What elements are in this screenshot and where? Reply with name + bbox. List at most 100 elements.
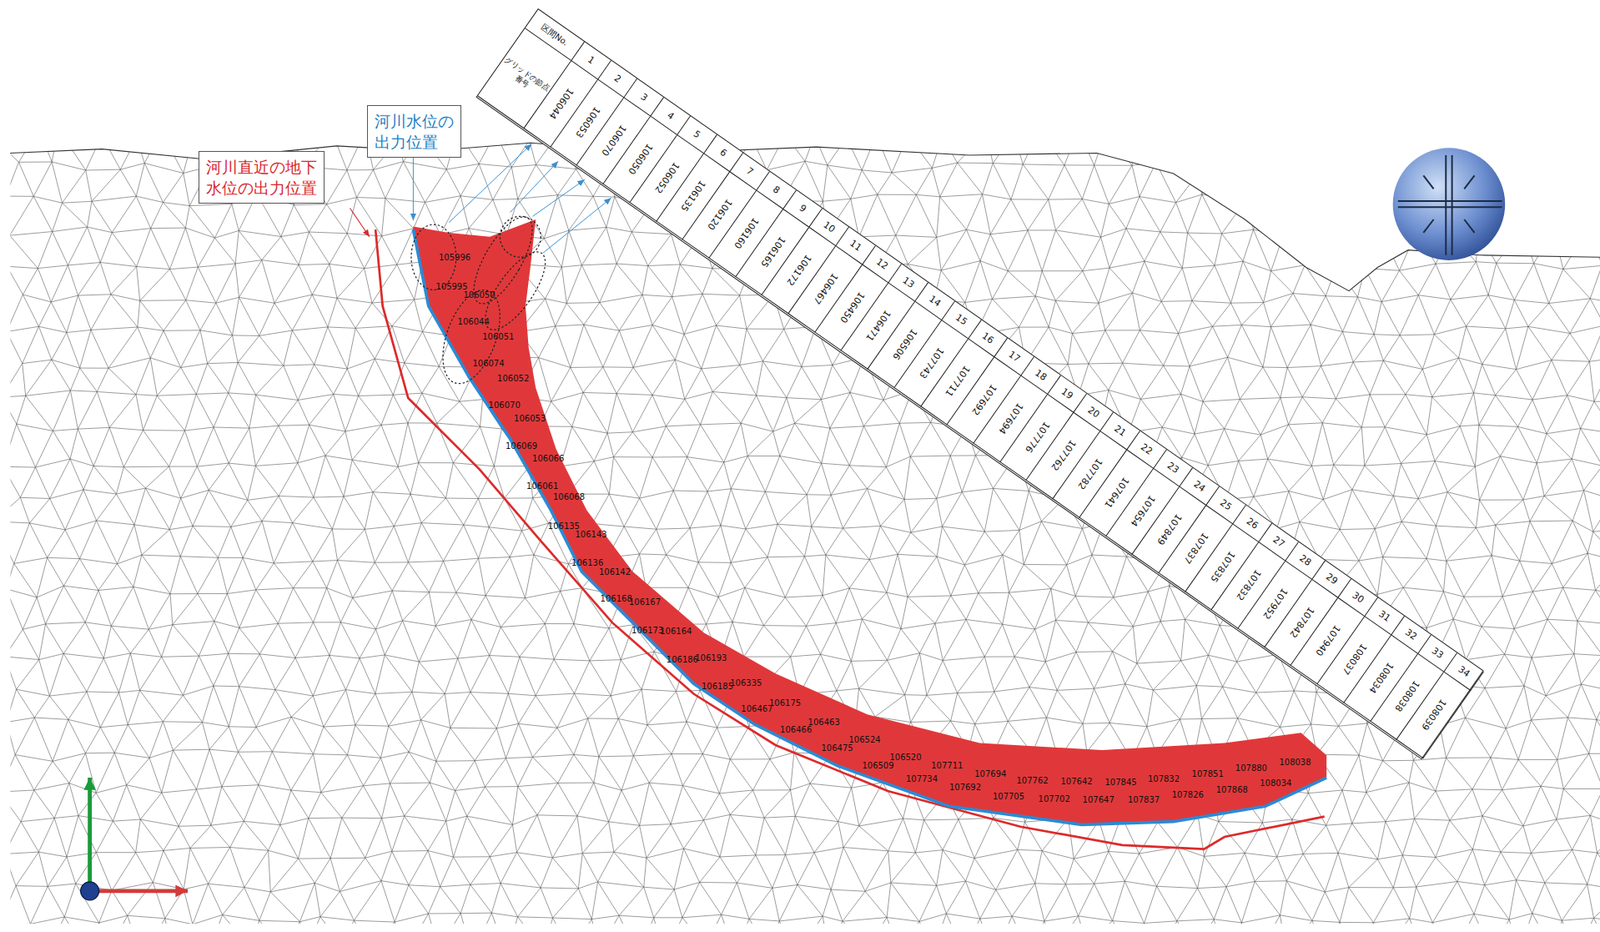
node-number: 107702 [1038, 794, 1071, 804]
section-number: 8 [770, 183, 782, 197]
section-number: 24 [1191, 477, 1208, 494]
section-number: 30 [1350, 589, 1367, 606]
leader-line [350, 208, 370, 237]
section-number: 7 [744, 165, 755, 178]
node-number: 107734 [905, 774, 938, 784]
node-number: 106450 [837, 290, 867, 326]
table-cell: 19 [1047, 375, 1088, 413]
output-label-box: 河川直近の地下水位の出力位置 [198, 150, 325, 204]
node-number: 107776 [1021, 419, 1052, 455]
node-number: 106165 [757, 234, 787, 270]
node-number: 107832 [1147, 774, 1180, 784]
node-number: 106471 [863, 308, 893, 344]
node-number: 107832 [1233, 568, 1263, 604]
table-cell: 7 [729, 153, 770, 192]
table-cell: 28 [1285, 542, 1326, 580]
node-number: 107880 [1235, 764, 1268, 773]
node-number: 107842 [1287, 604, 1317, 640]
table-cell: 3 [623, 79, 665, 117]
node-number: 107642 [1061, 777, 1093, 786]
node-number: 106186 [666, 655, 699, 665]
node-number: 106135 [548, 522, 580, 531]
node-number: 106142 [598, 568, 631, 577]
node-number: 107692 [949, 783, 982, 792]
node-number: 106069 [505, 442, 538, 451]
section-table: 区間No.グリッドの節点番号11060442106053310607041060… [475, 8, 1484, 760]
node-number: 106120 [704, 197, 735, 233]
node-number: 106051 [482, 332, 514, 342]
node-number: 108038 [1278, 758, 1311, 767]
node-number: 107694 [974, 769, 1007, 779]
section-number: 23 [1165, 459, 1182, 476]
node-number: 107837 [1181, 530, 1211, 566]
section-number: 26 [1244, 515, 1261, 532]
node-number: 106520 [889, 753, 921, 762]
table-cell: 31 [1364, 597, 1405, 635]
node-number: 106052 [652, 160, 682, 196]
node-number: 107837 [1127, 795, 1160, 805]
node-number: 106061 [526, 482, 559, 491]
node-number: 108038 [1392, 679, 1422, 715]
node-number: 106167 [628, 598, 661, 607]
output-label-box: 河川水位の出力位置 [367, 105, 462, 158]
node-number: 107868 [1216, 785, 1248, 795]
node-number: 107762 [1048, 437, 1078, 473]
node-number: 106136 [571, 558, 604, 568]
node-number: 106172 [784, 252, 814, 288]
node-number: 106053 [572, 105, 602, 141]
node-number: 106143 [575, 530, 608, 539]
node-number: 107952 [1260, 586, 1290, 622]
section-number: 29 [1323, 570, 1340, 587]
table-cell: 17 [994, 338, 1035, 377]
table-cell: 32 [1391, 616, 1432, 655]
section-number: 6 [718, 146, 730, 160]
node-number: 107845 [1105, 778, 1138, 787]
section-number: 19 [1059, 385, 1076, 402]
box-text: 河川直近の地下水位の出力位置 [206, 156, 317, 198]
section-number: 32 [1403, 626, 1419, 643]
table-cell: 11 [835, 226, 876, 265]
node-number: 108037 [1339, 641, 1369, 677]
section-number: 11 [847, 237, 864, 254]
section-number: 4 [664, 109, 676, 122]
node-number: 106193 [694, 654, 727, 663]
node-number: 108039 [1418, 697, 1449, 733]
node-number: 107711 [930, 761, 963, 770]
node-number: 106173 [631, 626, 664, 635]
node-number: 108034 [1366, 660, 1396, 696]
section-number: 12 [874, 256, 891, 272]
node-number: 107641 [1101, 475, 1132, 511]
table-cell: 21 [1100, 412, 1141, 450]
node-number: 107711 [942, 363, 972, 399]
node-number: 106066 [532, 454, 564, 463]
node-number: 106168 [600, 594, 633, 604]
node-number: 106044 [457, 317, 490, 327]
node-number: 107705 [992, 792, 1025, 801]
section-number: 5 [691, 128, 703, 141]
node-number: 106068 [553, 493, 585, 502]
section-number: 16 [980, 330, 997, 347]
node-number: 106164 [659, 627, 692, 636]
table-cell: 14 [915, 282, 956, 321]
node-number: 106506 [890, 327, 920, 363]
node-number: 107940 [1313, 623, 1343, 659]
section-number: 1 [585, 54, 597, 67]
node-number: 105996 [438, 253, 471, 262]
table-cell: 10 [809, 208, 850, 247]
node-number: 106070 [488, 401, 521, 410]
node-number: 106475 [821, 744, 854, 753]
node-number: 106074 [472, 359, 504, 368]
node-number: 107694 [996, 401, 1026, 437]
section-number: 18 [1032, 367, 1049, 383]
node-number: 106467 [740, 704, 773, 714]
node-number: 107851 [1192, 769, 1224, 779]
section-number: 17 [1006, 348, 1022, 365]
node-number: 106135 [678, 178, 708, 214]
table-cell: 13 [888, 264, 929, 302]
section-number: 13 [900, 274, 917, 291]
node-number: 106160 [731, 216, 761, 252]
table-cell: 24 [1179, 467, 1220, 506]
section-number: 28 [1297, 552, 1314, 569]
node-number: 106509 [861, 761, 894, 770]
section-number: 33 [1429, 644, 1446, 661]
